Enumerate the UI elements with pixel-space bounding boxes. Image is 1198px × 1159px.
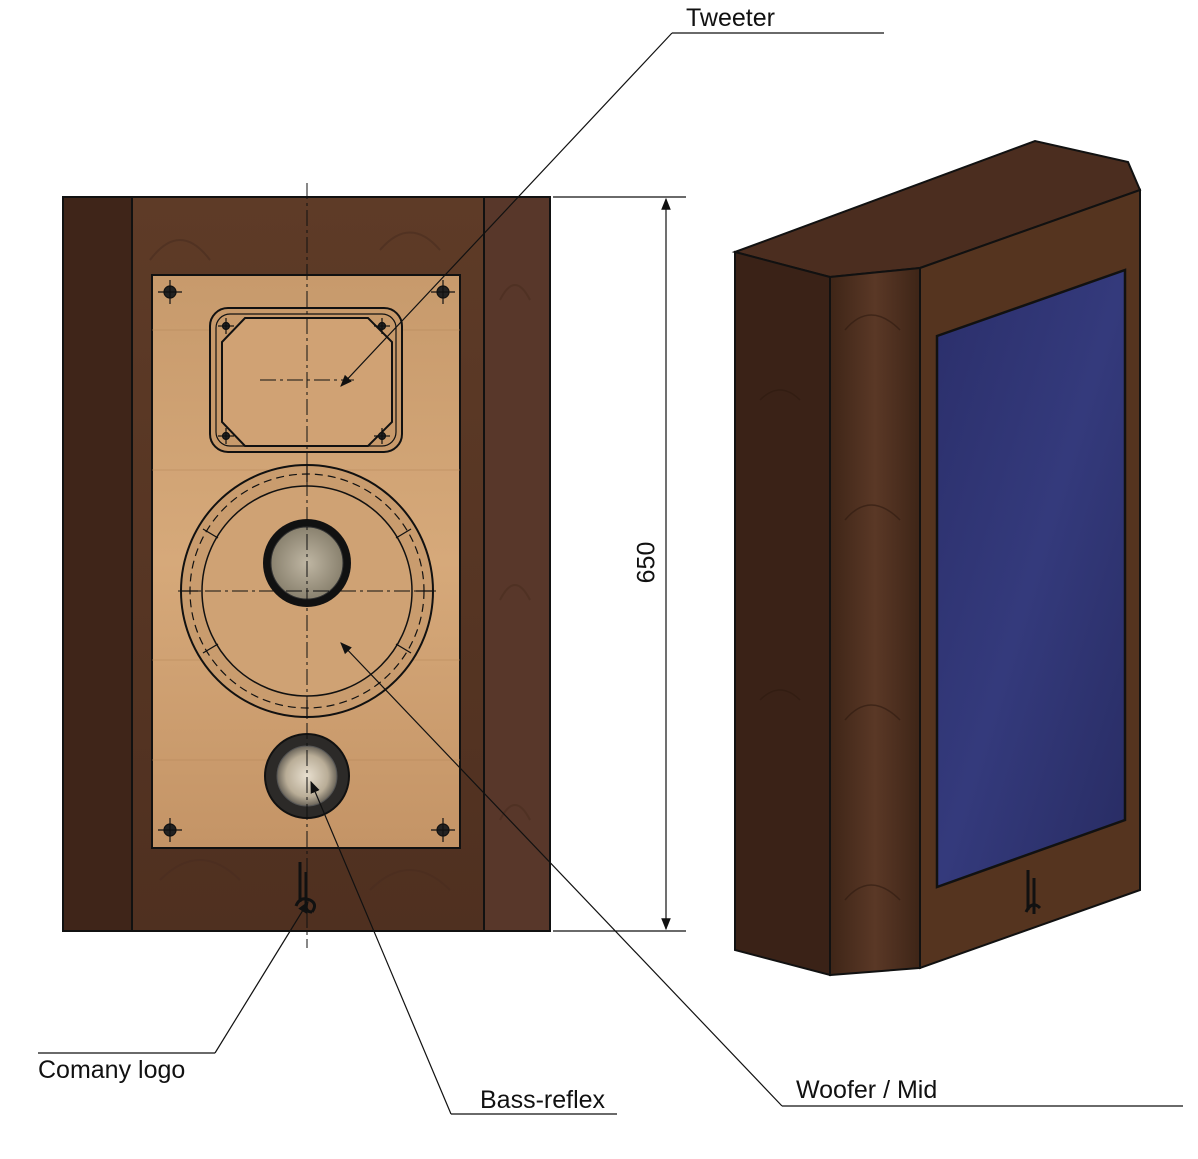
cabinet-left-side bbox=[734, 250, 831, 977]
tweeter-label: Tweeter bbox=[686, 4, 775, 32]
grille-cloth bbox=[935, 268, 1127, 889]
leader-lines bbox=[38, 32, 1183, 1115]
company-logo-label: Comany logo bbox=[38, 1056, 186, 1084]
height-dimension-value: 650 bbox=[632, 541, 661, 584]
tweeter-unit bbox=[209, 307, 403, 453]
woofer-mid-label: Woofer / Mid bbox=[796, 1076, 938, 1104]
screw-holes bbox=[158, 280, 455, 842]
front-left-side-panel bbox=[62, 196, 133, 932]
center-lines bbox=[178, 183, 436, 948]
perspective-view bbox=[731, 139, 1142, 977]
cabinet-chamfer-face bbox=[829, 266, 921, 977]
iso-wood-grain bbox=[759, 314, 901, 901]
front-view bbox=[62, 183, 551, 948]
iso-company-logo-icon bbox=[1024, 870, 1042, 914]
bass-reflex-port bbox=[264, 733, 350, 819]
bass-reflex-label: Bass-reflex bbox=[480, 1086, 606, 1114]
height-dimension bbox=[553, 196, 686, 932]
wood-grain bbox=[149, 231, 531, 891]
front-right-side-panel bbox=[483, 196, 551, 932]
